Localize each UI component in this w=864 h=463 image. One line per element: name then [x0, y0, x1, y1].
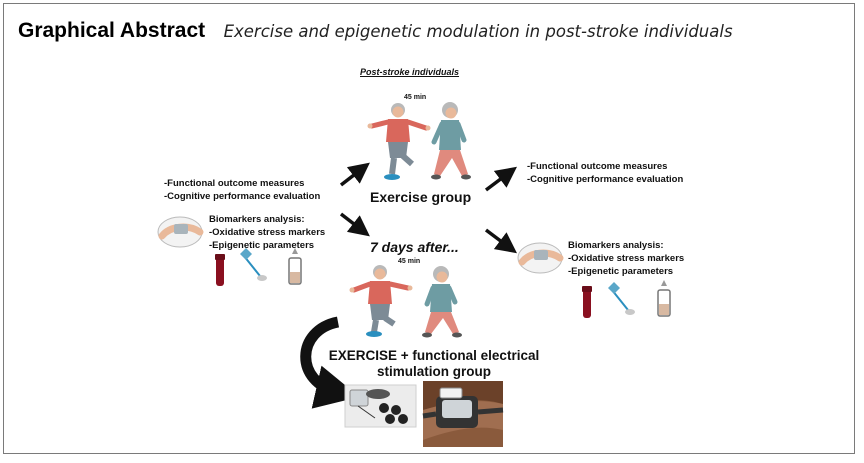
curved-arrow-to-fes-devices	[300, 316, 360, 409]
left-biomarker-item: Biomarkers analysis:	[209, 214, 305, 225]
test-tube-icon	[657, 280, 671, 317]
right-biomarker-item: -Oxidative stress markers	[568, 253, 685, 264]
page-title: Graphical Abstract	[18, 19, 206, 42]
blood-sample-icon	[582, 286, 592, 318]
fes-group-line2: stimulation group	[377, 364, 491, 379]
arrow-icon	[484, 166, 517, 192]
page-subtitle: Exercise and epigenetic modulation in po…	[223, 22, 733, 41]
electrode-kit-icon	[344, 384, 417, 428]
fes-device-on-leg-icon	[422, 381, 504, 447]
right-biomarkers: Biomarkers analysis: -Oxidative stress m…	[568, 239, 684, 278]
arm-band-icon	[517, 242, 564, 274]
exercise-group-label: Exercise group	[370, 189, 472, 205]
fes-group-label: EXERCISE + functional electrical stimula…	[312, 348, 556, 380]
left-measure-item: -Cognitive performance evaluation	[164, 191, 321, 202]
duration-bottom: 45 min	[398, 258, 421, 265]
arrow-icon	[339, 162, 370, 187]
person-walking-icon	[422, 266, 462, 338]
arrow-to-seven-days	[339, 212, 370, 237]
left-measures: -Functional outcome measures -Cognitive …	[164, 177, 320, 203]
arrow-icon	[300, 316, 360, 409]
swab-icon	[608, 282, 635, 315]
title-row: Graphical Abstract Exercise and epigenet…	[18, 19, 733, 43]
left-biomarker-item: -Oxidative stress markers	[209, 227, 326, 238]
right-measures: -Functional outcome measures -Cognitive …	[527, 160, 683, 186]
graphical-abstract-frame: Graphical Abstract Exercise and epigenet…	[3, 3, 855, 454]
arm-band-icon	[157, 216, 204, 248]
left-biomarkers: Biomarkers analysis: -Oxidative stress m…	[209, 213, 325, 252]
left-measure-item: -Functional outcome measures	[164, 178, 305, 189]
swab-icon	[240, 248, 267, 281]
fes-group-line1: EXERCISE + functional electrical	[328, 348, 540, 363]
arrow-icon	[484, 228, 517, 254]
person-balancing-icon	[367, 103, 431, 180]
test-tube-icon	[288, 248, 302, 285]
blood-sample-icon	[215, 254, 225, 286]
person-walking-icon	[431, 102, 471, 180]
seven-days-label: 7 days after...	[370, 239, 459, 255]
right-biomarker-item: -Epigenetic parameters	[568, 266, 674, 277]
left-biomarker-item: -Epigenetic parameters	[209, 240, 315, 251]
right-measure-item: -Functional outcome measures	[527, 161, 668, 172]
arrow-to-right-biomarkers	[484, 228, 517, 254]
right-biomarker-item: Biomarkers analysis:	[568, 240, 664, 251]
diagram-top-label: Post-stroke individuals	[360, 67, 460, 77]
arrow-to-right-measures	[484, 166, 517, 192]
arrow-icon	[339, 212, 370, 237]
person-balancing-icon	[349, 265, 413, 337]
duration-top: 45 min	[404, 94, 427, 101]
right-measure-item: -Cognitive performance evaluation	[527, 174, 684, 185]
arrow-to-exercise-group	[339, 162, 370, 187]
